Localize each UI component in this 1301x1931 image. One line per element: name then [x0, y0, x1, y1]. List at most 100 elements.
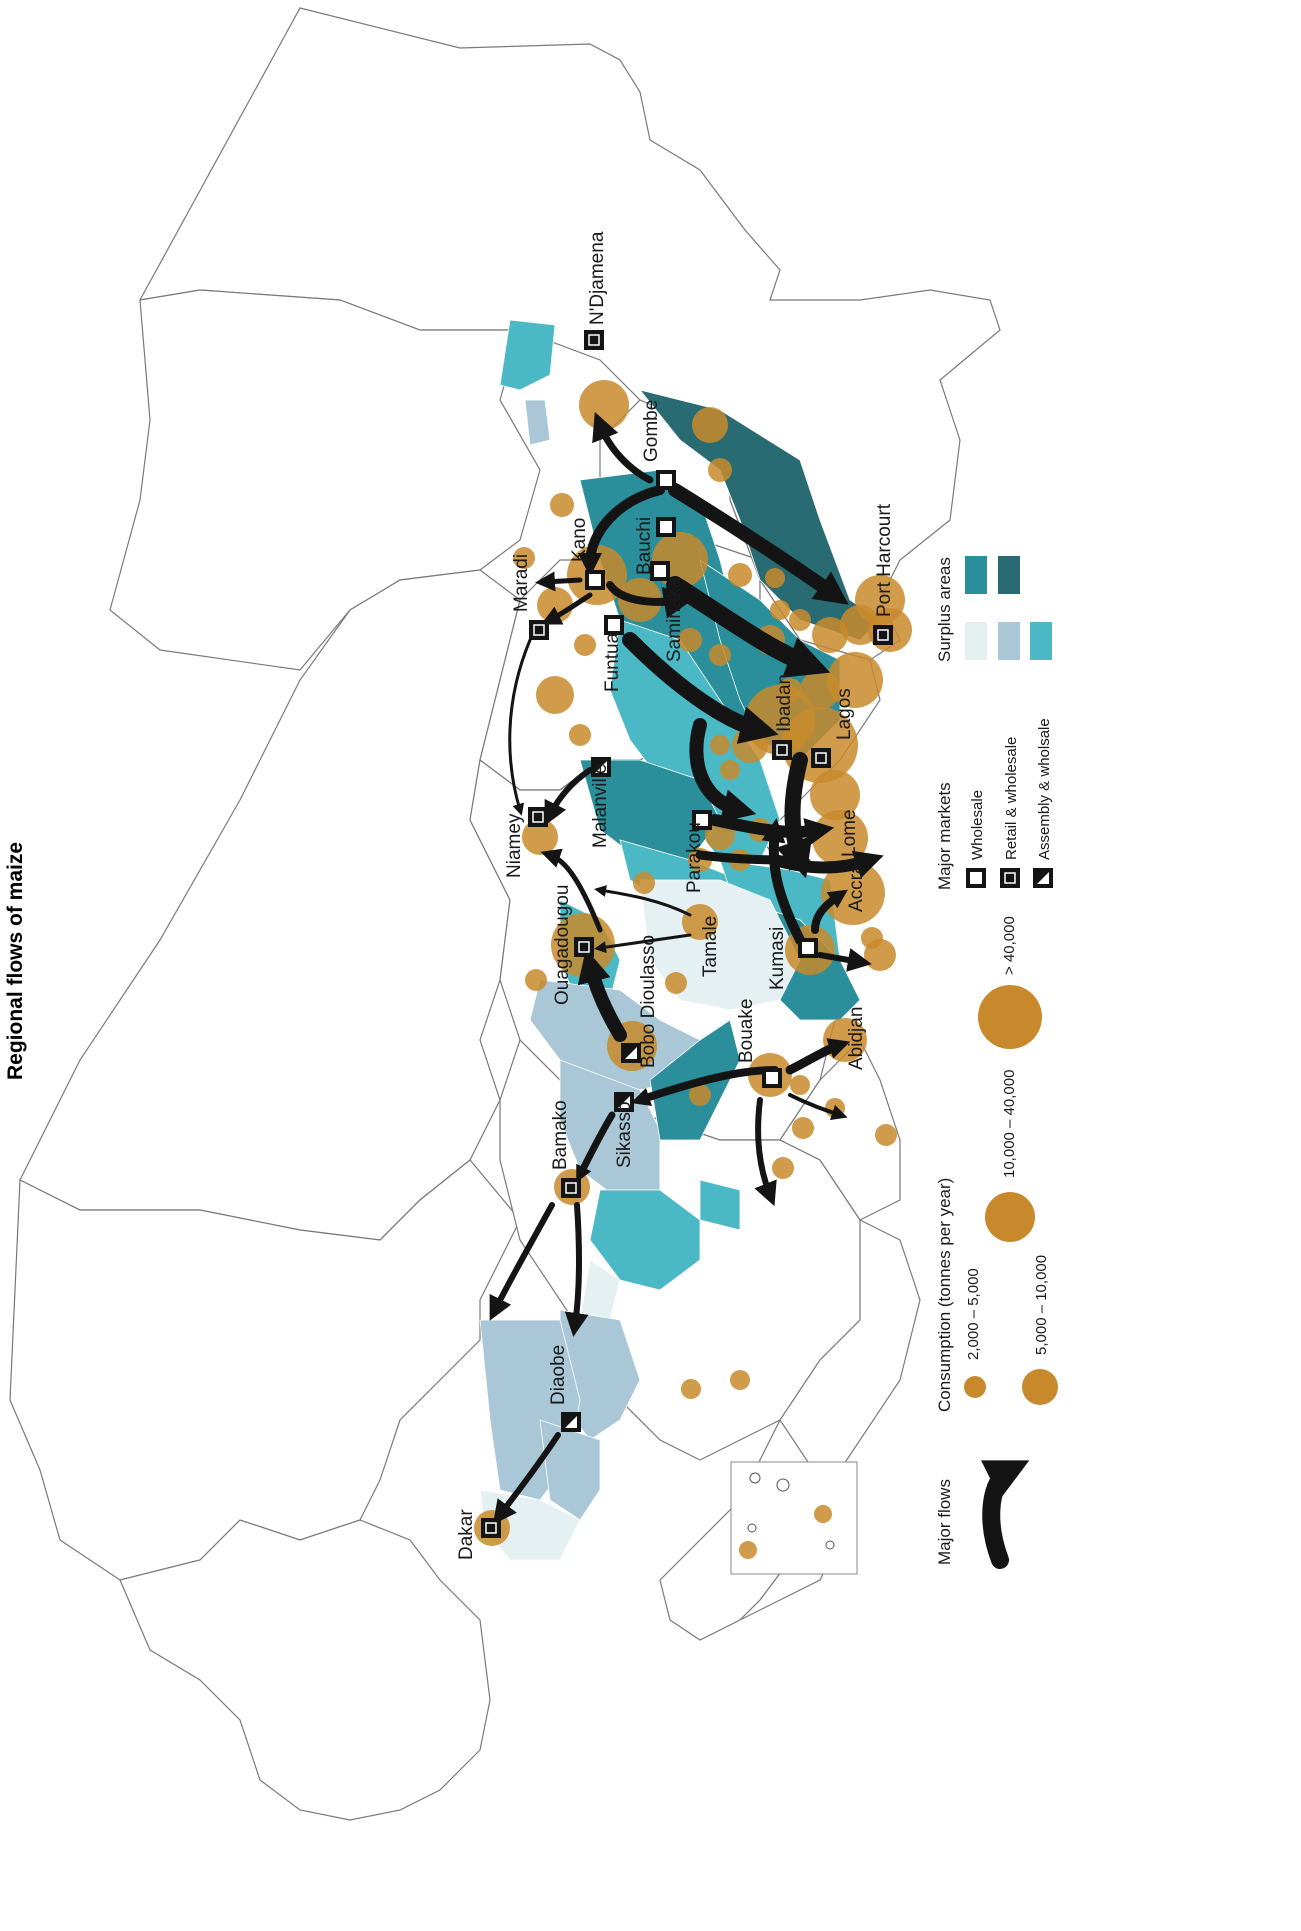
legend-circle-4: [978, 985, 1042, 1049]
consumption-circle: [569, 724, 591, 746]
label-kano: Kano: [569, 518, 590, 562]
flow-arrow: [754, 1097, 777, 1207]
label-port-harcourt: Port Harcourt: [874, 503, 895, 617]
consumption-circle: [728, 563, 752, 587]
flow-arrow: [492, 1432, 561, 1525]
city-labels: N'Djamena Gombe Bauchi Kano Saminaka Mar…: [456, 231, 895, 1560]
consumption-circle: [678, 628, 702, 652]
label-ouagadougou: Ouagadougou: [552, 885, 573, 1005]
consumption-circle: [730, 1370, 750, 1390]
surplus-area: [589, 1189, 701, 1291]
label-maradi: Maradi: [511, 554, 532, 612]
flow-arrow: [788, 1093, 848, 1121]
label-funtua: Funtua: [602, 632, 623, 692]
market-bamako: [561, 1178, 581, 1198]
flow-arrow: [606, 581, 696, 619]
flow-arrow: [508, 638, 532, 816]
flow-arrow: [592, 412, 654, 484]
legend-flow-arrow: [981, 1460, 1030, 1569]
market-kano: [585, 570, 605, 590]
consumption-circle: [633, 872, 655, 894]
consumption-circle: [789, 609, 811, 631]
consumption-circle: [708, 458, 732, 482]
legend-consumption-3: 10,000 – 40,000: [1001, 1070, 1018, 1178]
legend-consumption-4: > 40,000: [1001, 916, 1018, 975]
consumption-circle: [710, 735, 730, 755]
label-gombe: Gombe: [641, 400, 662, 462]
label-saminaka: Saminaka: [664, 577, 685, 662]
label-parakou: Parakou: [684, 822, 705, 893]
flow-arrow: [535, 571, 583, 592]
market-symbols: [481, 330, 893, 1538]
consumption-circle: [525, 969, 547, 991]
label-ndjamena: N'Djamena: [587, 231, 608, 325]
market-port-harcourt: [873, 625, 893, 645]
market-ibadan: [772, 740, 792, 760]
legend-markets-title: Major markets: [935, 782, 954, 890]
market-kumasi: [798, 938, 818, 958]
market-dakar: [481, 1518, 501, 1538]
surplus-area: [539, 1419, 601, 1521]
consumption-circle: [772, 1157, 794, 1179]
legend-surplus-1: [965, 622, 987, 660]
flow-arrow: [695, 849, 811, 871]
flow-arrow: [594, 933, 692, 954]
flow-arrow: [761, 818, 805, 945]
flow-arrow: [775, 752, 813, 879]
consumption-circle: [875, 1124, 897, 1146]
market-bobo-dioulasso: [621, 1043, 641, 1063]
flow-arrow: [541, 592, 593, 625]
consumption-circle: [864, 939, 896, 971]
legend-circle-1: [964, 1376, 986, 1398]
consumption-circle: [840, 605, 880, 645]
consumption-circle: [792, 1117, 814, 1139]
label-niamey: Niamey: [504, 813, 525, 878]
flow-arrow: [576, 1111, 616, 1183]
legend-circle-2: [1022, 1369, 1058, 1405]
flow-arrow: [594, 885, 692, 917]
legend-retail: Retail & wholesale: [1003, 737, 1020, 860]
label-malanville: Malanville: [590, 764, 611, 848]
consumption-circle: [720, 760, 740, 780]
market-bouake: [762, 1068, 782, 1088]
surplus-area: [499, 319, 556, 391]
flow-arrow: [489, 1202, 555, 1321]
label-kumasi: Kumasi: [767, 927, 788, 990]
flow-arrow: [578, 485, 665, 577]
consumption-circle: [810, 770, 860, 820]
consumption-circle: [522, 819, 558, 855]
market-ndjamena: [584, 330, 604, 350]
consumption-circle: [689, 1084, 711, 1106]
label-bobo-dioulasso: Bobo Dioulasso: [638, 935, 659, 1068]
flow-arrow: [817, 948, 872, 972]
market-diaobe: [561, 1412, 581, 1432]
surplus-area: [699, 1179, 741, 1231]
label-dakar: Dakar: [456, 1509, 477, 1560]
consumption-circle: [513, 547, 535, 569]
flow-arrow: [811, 889, 848, 934]
legend-flows-title: Major flows: [935, 1479, 954, 1565]
market-malanville: [591, 757, 611, 777]
label-lome: Lome: [839, 809, 860, 857]
market-maradi: [529, 620, 549, 640]
consumption-circle: [709, 644, 731, 666]
market-ouagadougou: [574, 937, 594, 957]
flow-arrow: [564, 1202, 589, 1337]
label-ibadan: Ibadan: [774, 674, 795, 732]
market-bauchi: [656, 517, 676, 537]
legend-consumption-1: 2,000 – 5,000: [965, 1268, 982, 1360]
map-title: Regional flows of maize: [4, 842, 27, 1080]
legend-assembly: Assembly & wholsale: [1036, 718, 1053, 860]
label-diaobe: Diaobe: [548, 1345, 569, 1405]
consumption-circle: [550, 493, 574, 517]
legend-surplus-3: [1030, 622, 1052, 660]
legend-consumption-2: 5,000 – 10,000: [1033, 1255, 1050, 1355]
consumption-circle: [765, 568, 785, 588]
legend-surplus-2: [998, 622, 1020, 660]
surplus-area: [579, 759, 721, 861]
label-bauchi: Bauchi: [634, 517, 655, 575]
label-tamale: Tamale: [700, 916, 721, 977]
surplus-area: [524, 399, 551, 446]
market-parakou: [692, 810, 712, 830]
